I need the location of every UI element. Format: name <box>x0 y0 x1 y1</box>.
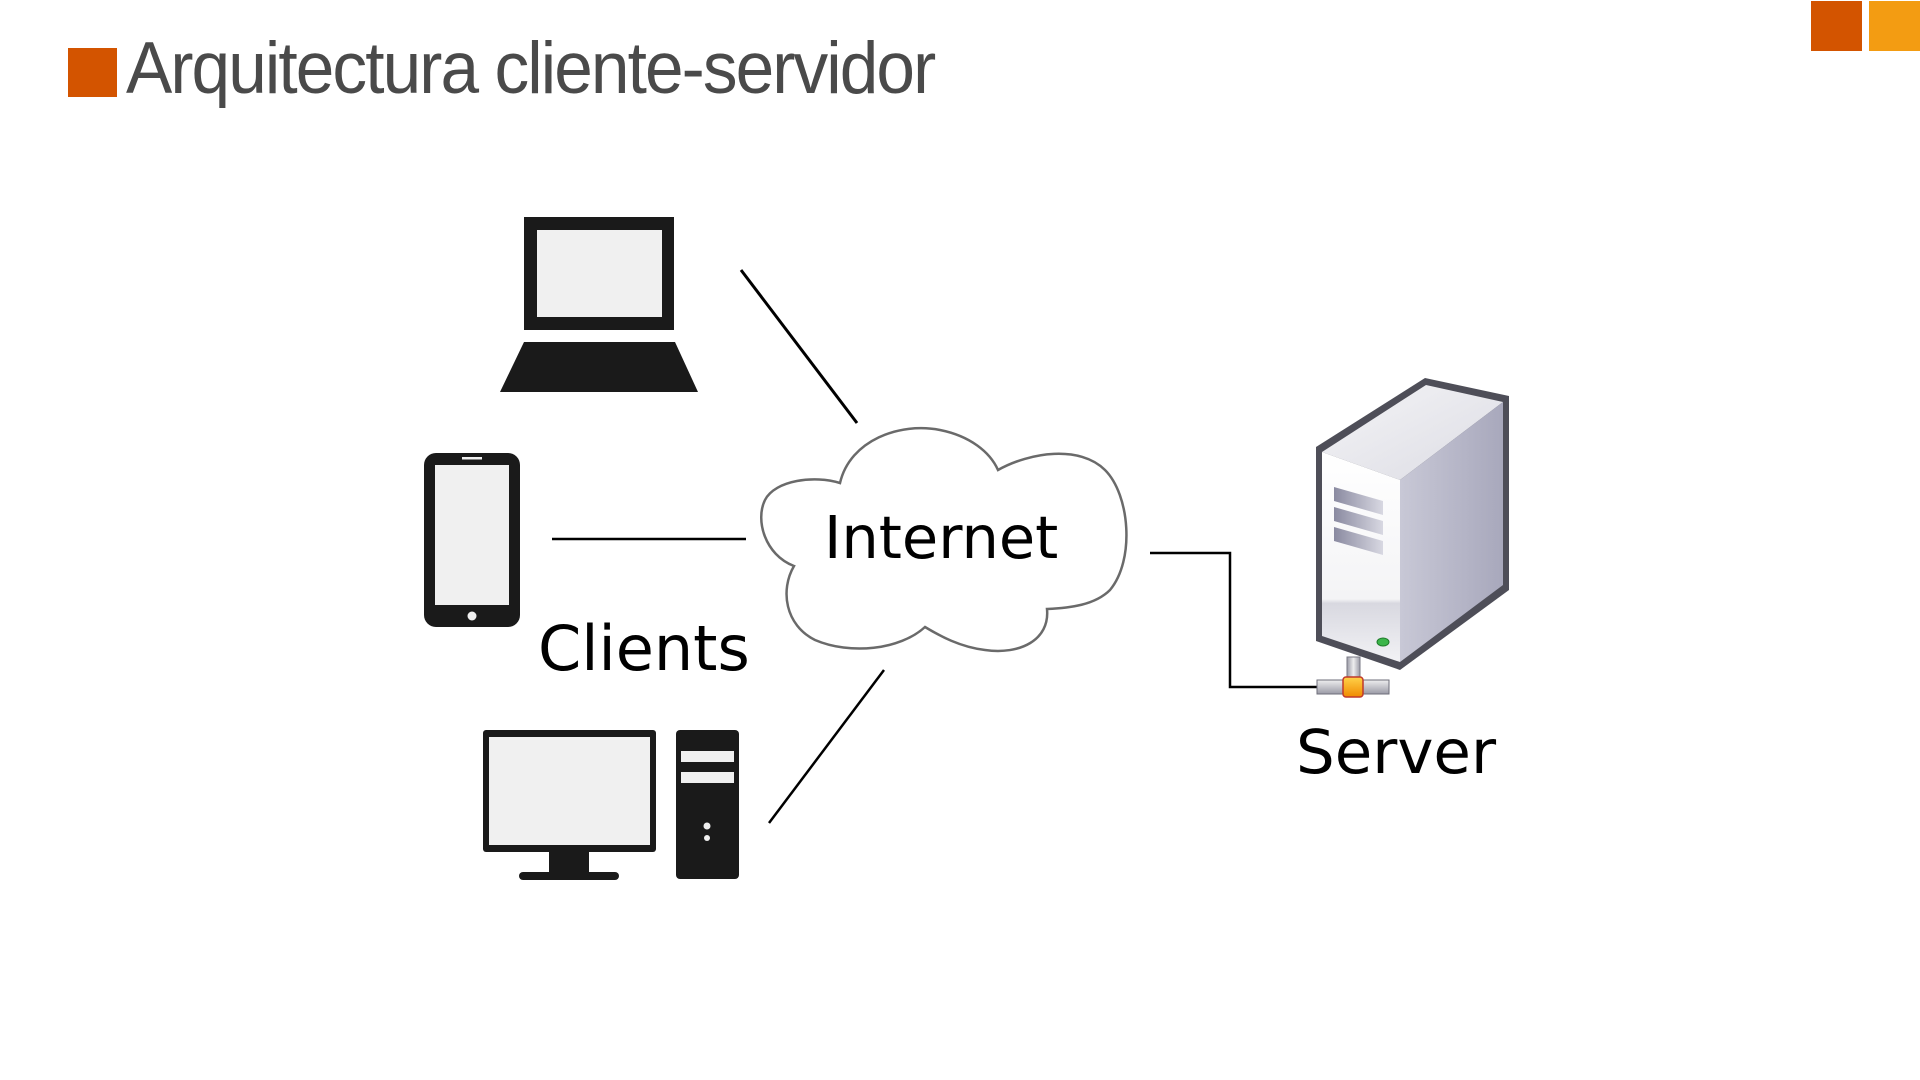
internet-cloud-icon <box>760 426 1128 653</box>
corner-accent-light-orange <box>1869 1 1920 51</box>
title-accent-square <box>68 48 117 97</box>
desktop-computer-icon <box>483 730 739 880</box>
laptop-icon <box>500 217 698 392</box>
connection-line-laptop-internet <box>739 269 859 424</box>
connection-line-internet-server <box>1150 551 1318 689</box>
internet-label: Internet <box>824 503 1059 572</box>
smartphone-icon <box>424 453 520 627</box>
corner-accent-dark-orange <box>1811 1 1862 51</box>
server-power-led <box>1376 637 1390 647</box>
server-label: Server <box>1296 717 1497 788</box>
connection-line-desktop-internet <box>768 669 885 824</box>
clients-label: Clients <box>538 612 750 685</box>
slide-title: Arquitectura cliente-servidor <box>126 28 936 109</box>
server-icon <box>1316 378 1509 698</box>
